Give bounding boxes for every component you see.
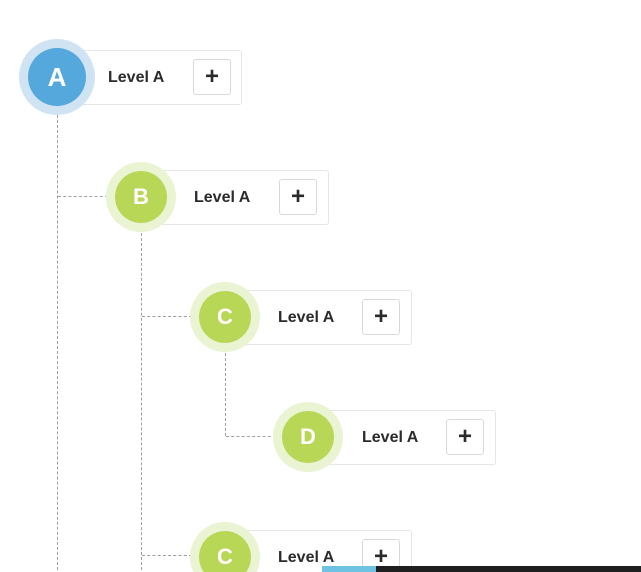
scroll-bar-thumb[interactable] [322, 566, 376, 572]
avatar-letter: B [115, 171, 167, 223]
node-card: Level A + [148, 170, 329, 225]
connector-line [142, 316, 192, 317]
scroll-bar-track[interactable] [376, 566, 641, 572]
add-child-button[interactable]: + [446, 419, 484, 455]
add-child-button[interactable]: + [279, 179, 317, 215]
connector-line [142, 555, 192, 556]
avatar: C [190, 522, 260, 572]
node-card: Level A + [232, 290, 412, 345]
avatar: B [106, 162, 176, 232]
node-label: Level A [278, 309, 335, 326]
add-child-button[interactable]: + [362, 299, 400, 335]
avatar-letter: C [199, 531, 251, 572]
avatar: C [190, 282, 260, 352]
avatar: D [273, 402, 343, 472]
node-label: Level A [108, 69, 165, 86]
avatar: A [19, 39, 95, 115]
connector-line [57, 115, 58, 572]
connector-line [141, 233, 142, 572]
add-child-button[interactable]: + [193, 59, 231, 95]
avatar-letter: A [28, 48, 86, 106]
node-card: Level A + [316, 410, 496, 465]
avatar-letter: C [199, 291, 251, 343]
connector-line [226, 436, 276, 437]
connector-line [58, 196, 108, 197]
node-label: Level A [362, 429, 419, 446]
avatar-letter: D [282, 411, 334, 463]
node-card: Level A + [232, 530, 412, 572]
node-label: Level A [278, 549, 335, 566]
node-label: Level A [194, 189, 251, 206]
connector-line [225, 353, 226, 436]
